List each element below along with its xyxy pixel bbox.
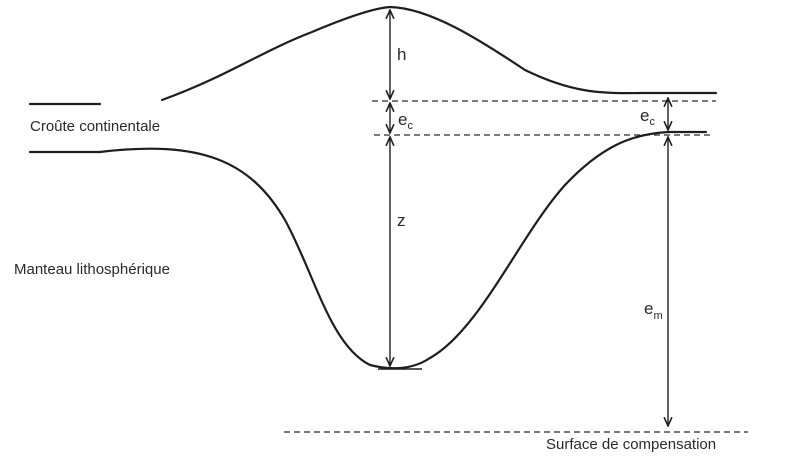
crust-root-curve [100,132,706,368]
ec-right-label: ec [640,106,655,128]
ec-left-subscript: c [407,120,413,132]
ec-left-base: e [398,110,407,129]
em-label: em [644,299,663,322]
ec-left-label: ec [398,110,413,132]
ec-right-base: e [640,106,649,125]
topography-curve [162,7,716,100]
em-subscript: m [653,310,662,322]
z-label: z [397,211,406,230]
h-label: h [397,45,406,64]
em-base: e [644,299,653,318]
mantle-label: Manteau lithosphérique [14,261,170,278]
compensation-surface-label: Surface de compensation [546,436,716,453]
ec-right-subscript: c [649,116,655,128]
crust-label: Croûte continentale [30,118,160,135]
